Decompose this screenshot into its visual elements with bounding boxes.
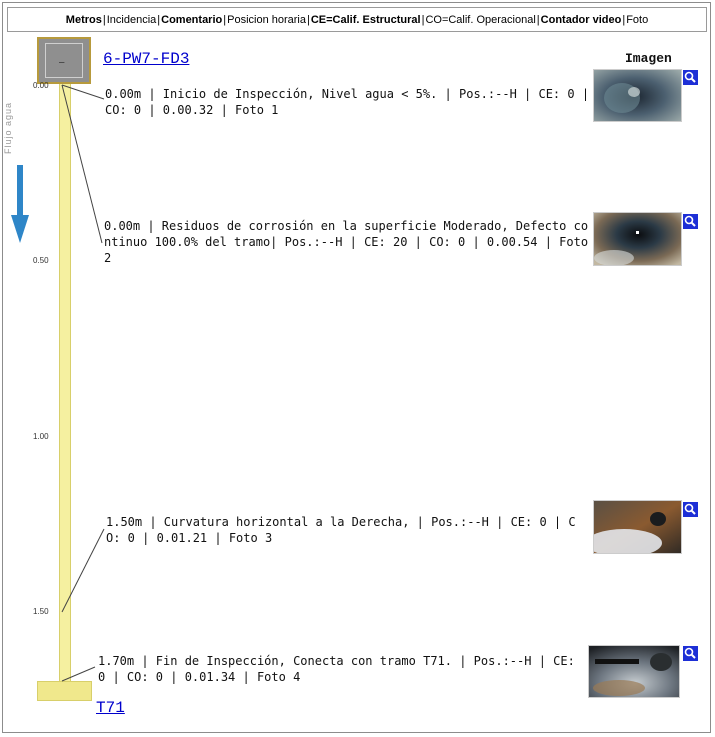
manhole-end (37, 681, 92, 701)
legend-contador: Contador video (540, 13, 622, 26)
legend-metros: Metros (65, 13, 102, 26)
legend-posicion: Posicion horaria (227, 13, 306, 26)
legend-sep: | (622, 13, 626, 26)
photo-thumbnail[interactable] (593, 69, 682, 122)
legend-ce: CE=Calif. Estructural (310, 13, 421, 26)
pipe-segment (59, 82, 71, 682)
inspection-entry: 1.70m | Fin de Inspección, Conecta con t… (98, 654, 575, 684)
zoom-icon[interactable] (682, 213, 699, 230)
legend-sep: | (536, 13, 540, 26)
manhole-start-mark: — (59, 58, 65, 68)
legend-sep: | (306, 13, 310, 26)
scale-tick: 0.00 (33, 81, 49, 90)
legend-sep: | (223, 13, 227, 26)
manhole-start: — (37, 37, 91, 84)
inspection-entry: 0.00m | Residuos de corrosión en la supe… (104, 219, 589, 265)
photo-thumbnail[interactable] (593, 500, 682, 554)
imagen-column-title: Imagen (625, 51, 672, 66)
zoom-icon[interactable] (682, 501, 699, 518)
legend-sep: | (157, 13, 161, 26)
scale-tick: 0.50 (33, 256, 49, 265)
scale-tick: 1.00 (33, 432, 49, 441)
manhole-start-cover (45, 43, 83, 78)
legend-sep: | (421, 13, 425, 26)
zoom-icon[interactable] (682, 645, 699, 662)
legend-incidencia: Incidencia (106, 13, 157, 26)
legend-bar: Metros | Incidencia | Comentario | Posic… (7, 7, 707, 32)
photo-thumbnail[interactable] (593, 212, 682, 266)
legend-foto: Foto (626, 13, 649, 26)
zoom-icon[interactable] (682, 69, 699, 86)
photo-thumbnail[interactable] (588, 645, 680, 698)
legend-comentario: Comentario (161, 13, 223, 26)
inspection-entry: 1.50m | Curvatura horizontal a la Derech… (106, 515, 576, 545)
start-node-link[interactable]: 6-PW7-FD3 (103, 50, 190, 68)
legend-co: CO=Calif. Operacional (425, 13, 536, 26)
inspection-entry: 0.00m | Inicio de Inspección, Nivel agua… (105, 87, 590, 117)
legend-sep: | (102, 13, 106, 26)
scale-tick: 1.50 (33, 607, 49, 616)
flow-down-arrow-icon (11, 165, 29, 243)
end-node-link[interactable]: T71 (96, 699, 125, 717)
